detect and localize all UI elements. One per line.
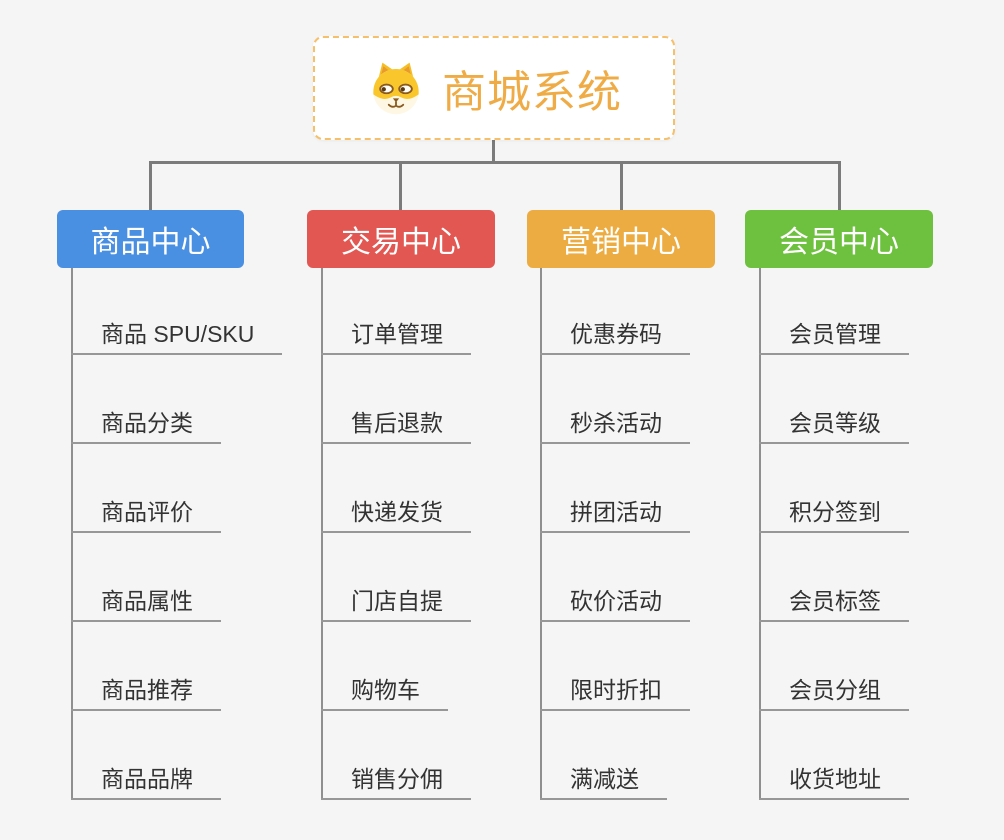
leaf-item[interactable]: 优惠券码 (540, 309, 690, 355)
branch-label: 营销中心 (561, 226, 681, 259)
leaf-item[interactable]: 商品分类 (71, 398, 221, 444)
leaf-item[interactable]: 收货地址 (759, 754, 909, 800)
connector-stub-trade (399, 161, 402, 210)
leaf-item[interactable]: 积分签到 (759, 487, 909, 533)
leaf-item[interactable]: 砍价活动 (540, 576, 690, 622)
leaf-item[interactable]: 会员标签 (759, 576, 909, 622)
connector-root-stub (492, 140, 495, 161)
connector-stub-product (149, 161, 152, 210)
dog-face-icon (373, 62, 419, 115)
leaf-item[interactable]: 门店自提 (321, 576, 471, 622)
leaf-item[interactable]: 满减送 (540, 754, 667, 800)
leaf-item[interactable]: 售后退款 (321, 398, 471, 444)
branch-label: 商品中心 (90, 226, 211, 259)
branch-header-marketing-center[interactable]: 营销中心 (527, 210, 715, 268)
branch-header-member-center[interactable]: 会员中心 (745, 210, 933, 268)
leaf-item[interactable]: 拼团活动 (540, 487, 690, 533)
leaf-item[interactable]: 会员管理 (759, 309, 909, 355)
leaf-item[interactable]: 限时折扣 (540, 665, 690, 711)
root-title: 商城系统 (442, 68, 622, 117)
root-node-mall-system[interactable]: 商城系统 (313, 36, 675, 140)
branch-header-product-center[interactable]: 商品中心 (57, 210, 244, 268)
leaf-item[interactable]: 商品评价 (71, 487, 221, 533)
branch-label: 会员中心 (779, 226, 899, 259)
rail-trade (321, 268, 323, 800)
rail-marketing (540, 268, 542, 800)
leaf-item[interactable]: 销售分佣 (321, 754, 471, 800)
leaf-item[interactable]: 快递发货 (321, 487, 471, 533)
leaf-item[interactable]: 商品推荐 (71, 665, 221, 711)
leaf-item[interactable]: 会员分组 (759, 665, 909, 711)
connector-horizontal-bus (149, 161, 841, 164)
leaf-item[interactable]: 会员等级 (759, 398, 909, 444)
rail-product (71, 268, 73, 800)
leaf-item[interactable]: 商品品牌 (71, 754, 221, 800)
connector-stub-marketing (620, 161, 623, 210)
leaf-item[interactable]: 商品 SPU/SKU (71, 309, 283, 355)
leaf-item[interactable]: 商品属性 (71, 576, 221, 622)
branch-label: 交易中心 (341, 226, 461, 259)
rail-member (759, 268, 761, 800)
leaf-item[interactable]: 购物车 (321, 665, 448, 711)
branch-header-trade-center[interactable]: 交易中心 (307, 210, 495, 268)
leaf-item[interactable]: 秒杀活动 (540, 398, 690, 444)
leaf-item[interactable]: 订单管理 (321, 309, 471, 355)
connector-stub-member (838, 161, 841, 210)
